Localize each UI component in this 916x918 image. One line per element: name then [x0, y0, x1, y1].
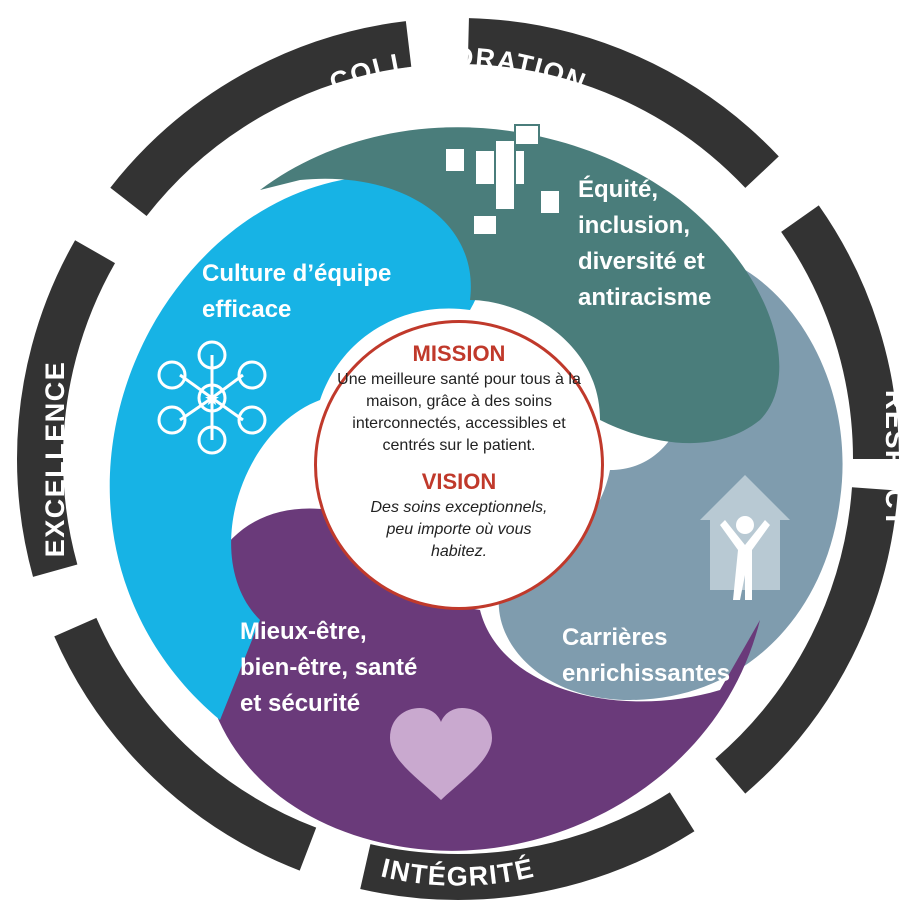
- ring-segment: [17, 18, 899, 900]
- section-label-wellness: Mieux-être, bien-être, santé et sécurité: [240, 618, 418, 717]
- mission-text: Une meilleure santé pour tous à la maiso…: [337, 371, 581, 454]
- heart-icon: [390, 708, 492, 800]
- petal-wellness: [200, 508, 760, 851]
- petal-equity: [260, 127, 780, 444]
- ring-label-left: EXCELLENCE: [40, 361, 70, 558]
- team-network-icon: ★: [157, 340, 267, 455]
- joined-hands-icon: [444, 124, 561, 236]
- ring-label-right: RESPECT: [880, 390, 910, 528]
- svg-text:★: ★: [204, 389, 220, 409]
- mission-title: MISSION: [412, 341, 506, 366]
- petal-culture: [109, 176, 484, 721]
- section-label-culture: Culture d’équipe efficace: [202, 260, 392, 323]
- vision-text: Des soins exceptionnels, peu importe où …: [370, 499, 548, 560]
- vision-title: VISION: [421, 469, 497, 494]
- section-label-careers: Carrières enrichissantes: [562, 624, 731, 687]
- section-label-equity: Équité, inclusion, diversité et antiraci…: [578, 176, 712, 311]
- values-ring: [17, 18, 899, 900]
- mission-vision-circle: MISSION Une meilleure santé pour tous à …: [314, 320, 604, 610]
- person-arrow-up-icon: [700, 475, 790, 600]
